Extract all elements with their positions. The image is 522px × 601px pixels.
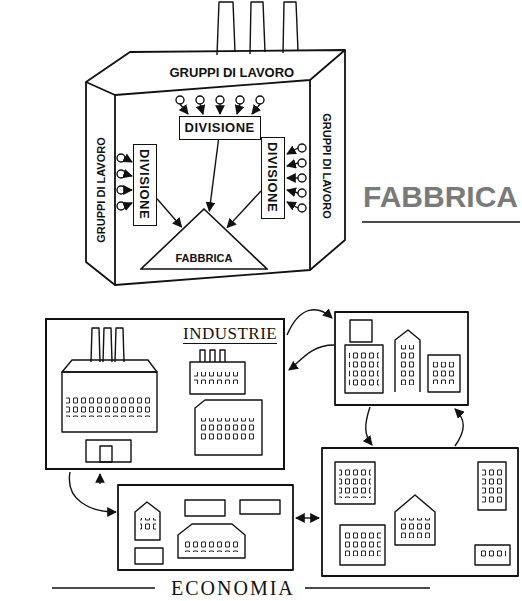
group-label: GRUPPI DI LAVORO [320,113,334,219]
group-label: GRUPPI DI LAVORO [170,66,295,80]
town-buildings [335,462,510,565]
division-box: DIVISIONE [179,116,261,140]
chimneys [217,2,298,55]
economy-arrows [69,310,463,518]
division-box: DIVISIONE [133,144,157,226]
label-rule [362,221,520,222]
factory-building: GRUPPI DI LAVORO GRUPPI DI LAVORO GRUPPI D… [82,0,374,292]
sector-box [118,485,293,570]
sector-box [322,448,518,576]
division-box: DIVISIONE [261,137,285,219]
small-houses [135,500,280,564]
factory-label: FABBRICA [176,252,233,265]
section-title: ECONOMIA [168,577,298,599]
service-buildings [345,320,460,393]
division-label: DIVISIONE [137,149,153,219]
section-title: FABBRICA [363,180,518,214]
connector-arrow [157,199,182,227]
division-label: DIVISIONE [265,142,281,212]
triangle-shape [141,209,267,269]
industry-buildings [62,328,262,462]
sector-box [335,312,468,405]
connector-arrow [227,191,261,228]
industry-label: INDUSTRIE [183,324,277,344]
connector-arrow [209,140,218,211]
division-label: DIVISIONE [185,120,255,136]
industry-box: INDUSTRIE [45,318,285,470]
group-label: GRUPPI DI LAVORO [94,137,108,243]
factory-building [86,50,345,285]
factory-triangle: FABBRICA [140,208,268,270]
